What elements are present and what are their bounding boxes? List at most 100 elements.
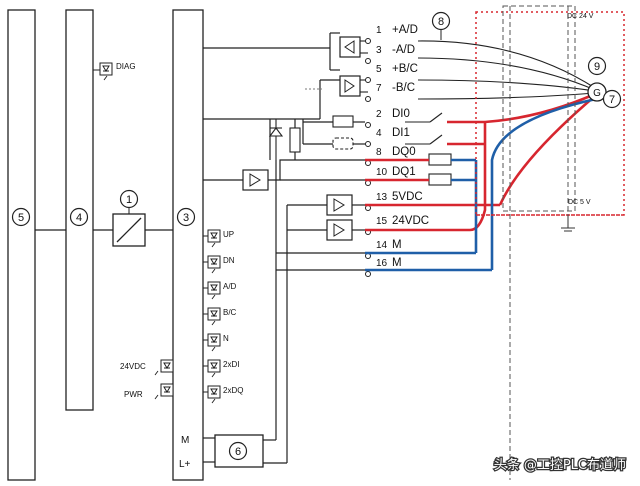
amplifier-ad [339, 36, 368, 58]
led-label: B/C [223, 308, 237, 317]
callout-6-label: 6 [235, 446, 241, 458]
terminal-label: 5VDC [392, 191, 423, 203]
terminal-label: DQ0 [392, 146, 416, 158]
dc24-label: DC 24 V [567, 13, 594, 20]
callout-4-label: 4 [76, 212, 82, 224]
terminal-point [365, 58, 371, 64]
led-diag-label: DIAG [116, 62, 136, 71]
terminal-label: +B/C [392, 63, 418, 75]
encoder-shield-boxes [475, 5, 625, 480]
terminal-2: 2 DI0 [365, 108, 410, 128]
callout-1-label: 1 [126, 194, 132, 206]
amplifier-bc [339, 75, 368, 97]
led-a-d: A/D [203, 281, 237, 300]
protection-resistor [289, 127, 301, 153]
power-supply-block: 6 [203, 434, 287, 468]
terminal-point [365, 96, 371, 102]
terminal-point [365, 141, 371, 147]
terminal-number: 1 [376, 25, 382, 36]
led-label: DN [223, 256, 235, 265]
ground-symbol [561, 227, 575, 232]
terminal-label: 24VDC [392, 215, 429, 227]
terminal-point [365, 271, 371, 277]
module-3-column [172, 9, 204, 481]
amplifier-24v [326, 219, 353, 241]
label-lplus: L+ [179, 459, 191, 470]
callout-8-label: 8 [438, 16, 444, 28]
encoder-symbol: G [593, 88, 601, 99]
encoder-signal-lines [417, 40, 596, 100]
led-label: UP [223, 230, 234, 239]
callout-8: 8 [431, 11, 451, 31]
callout-9: 9 [587, 56, 607, 76]
terminal-label: -B/C [392, 82, 415, 94]
terminal-4: 4 DI1 [365, 127, 410, 147]
callout-7: 7 [602, 89, 622, 109]
led-pwr-label: PWR [124, 390, 143, 399]
led-2xdi: 2xDI [203, 359, 239, 378]
terminal-15: 15 24VDC [365, 215, 429, 235]
terminal-number: 5 [376, 64, 382, 75]
led-b-c: B/C [203, 307, 237, 326]
terminal-label: M [392, 257, 402, 269]
terminal-label: DI1 [392, 127, 410, 139]
isolator-slash [116, 217, 142, 243]
signal-wiring [203, 32, 365, 463]
callout-5-label: 5 [18, 212, 24, 224]
led-up: UP [203, 229, 234, 248]
amplifier-dq [242, 169, 269, 191]
dq0-output-resistor [428, 153, 452, 166]
di0-input-resistor [332, 115, 354, 128]
terminal-10: 10 DQ1 [365, 166, 416, 186]
terminal-point [365, 77, 371, 83]
terminal-number: 14 [376, 240, 388, 251]
led-label: 2xDI [223, 360, 239, 369]
led-24vdc-label: 24VDC [120, 362, 146, 371]
di-switches [405, 112, 443, 145]
callout-1: 1 [119, 189, 139, 209]
red-wiring [365, 92, 596, 232]
callout-3-label: 3 [183, 212, 189, 224]
terminal-point [365, 38, 371, 44]
led-label: A/D [223, 282, 237, 291]
terminal-number: 2 [376, 109, 382, 120]
led-24vdc: 24VDC [120, 359, 174, 376]
callout-5: 5 [11, 207, 31, 227]
terminal-number: 8 [376, 147, 382, 158]
led-diag: DIAG [93, 62, 136, 81]
terminal-7: 7-B/C [365, 82, 415, 102]
terminal-label: DQ1 [392, 166, 416, 178]
protection-diode [268, 119, 284, 160]
watermark-text: 头条 @工控PLC布道师 [494, 457, 626, 473]
module-5-column [7, 9, 36, 481]
led-stack: UP DN A/D B/C N 2xDI 2xDQ [203, 229, 243, 404]
terminal-label: -A/D [392, 44, 415, 56]
terminal-1: 1 +A/D [365, 24, 418, 44]
callout-7-label: 7 [609, 94, 615, 106]
terminal-5: 5 +B/C [365, 63, 418, 83]
di1-input-resistor [332, 137, 354, 150]
terminal-label: +A/D [392, 24, 418, 36]
terminal-14: 14 M [365, 239, 402, 259]
led-label: 2xDQ [223, 386, 243, 395]
label-m: M [181, 435, 189, 446]
terminal-point [365, 122, 371, 128]
led-pwr: PWR [124, 383, 174, 400]
amplifier-5v [326, 194, 353, 216]
led-label: N [223, 334, 229, 343]
led-dn: DN [203, 255, 235, 274]
terminal-number: 10 [376, 167, 388, 178]
encoder-generator: G [587, 82, 607, 102]
terminal-number: 3 [376, 45, 382, 56]
terminal-number: 4 [376, 128, 382, 139]
terminal-label: DI0 [392, 108, 410, 120]
terminal-number: 15 [376, 216, 388, 227]
terminal-label: M [392, 239, 402, 251]
led-n: N [203, 333, 229, 352]
callout-3: 3 [176, 207, 196, 227]
terminal-8: 8 DQ0 [365, 146, 416, 166]
